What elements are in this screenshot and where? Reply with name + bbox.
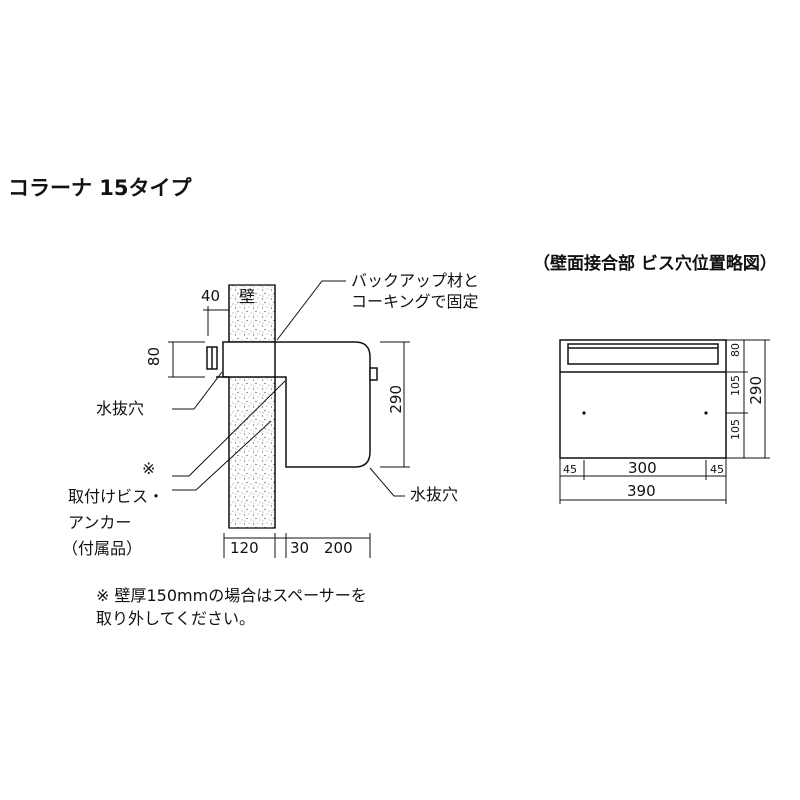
note-line2: 取り外してください。	[96, 609, 256, 628]
dim-top-40: 40	[201, 287, 221, 305]
front-view-subtitle: （壁面接合部 ビス穴位置略図）	[533, 254, 777, 274]
front-dimension-lines	[559, 339, 770, 504]
front-dim-290: 290	[747, 376, 765, 405]
callout-screw-line3: （付属品）	[62, 539, 143, 558]
front-dim-300: 300	[628, 459, 657, 477]
callout-screw-line1: 取付けビス・	[68, 487, 165, 506]
wall-label: 壁	[239, 287, 256, 306]
section-leader-lines	[172, 280, 405, 497]
section-dimension-lines	[168, 306, 410, 558]
front-dim-105-upper: 105	[729, 375, 742, 396]
dim-left-80: 80	[145, 347, 163, 367]
front-dim-45-left: 45	[563, 463, 577, 476]
callout-drain-right: 水抜穴	[410, 485, 459, 504]
screw-hole-marks	[582, 411, 708, 415]
dim-bottom-200: 200	[324, 539, 353, 557]
dim-right-290: 290	[387, 385, 405, 414]
callout-backup-line2: コーキングで固定	[351, 292, 479, 311]
callout-drain-left: 水抜穴	[96, 399, 145, 418]
front-dim-105-lower: 105	[729, 419, 742, 440]
front-view-box	[559, 339, 727, 459]
front-dim-45-right: 45	[710, 463, 724, 476]
dim-bottom-30: 30	[290, 539, 310, 557]
callout-screw-line2: アンカー	[68, 513, 132, 532]
dim-bottom-120: 120	[230, 539, 259, 557]
front-dim-80: 80	[729, 343, 742, 357]
callout-backup-line1: バックアップ材と	[351, 271, 480, 290]
note-line1: ※ 壁厚150mmの場合はスペーサーを	[96, 586, 367, 605]
front-dim-390: 390	[627, 482, 656, 500]
wall-section	[228, 284, 276, 529]
page-title: コラーナ 15タイプ	[8, 176, 192, 200]
callout-note-mark: ※	[142, 459, 156, 478]
mailbox-section	[206, 341, 378, 468]
